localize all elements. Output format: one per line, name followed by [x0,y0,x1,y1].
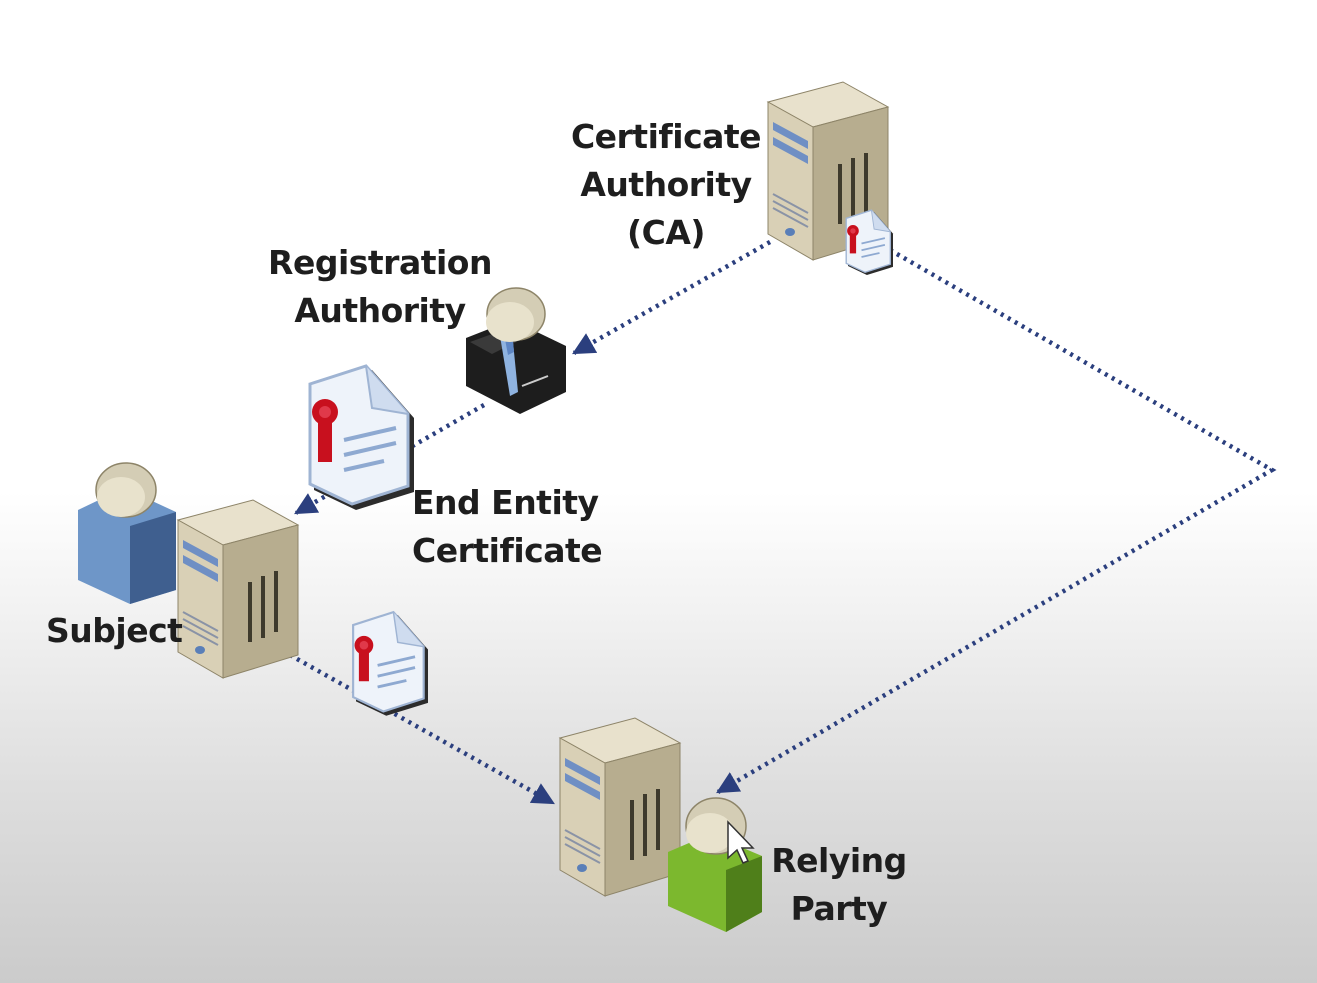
ca-label-line-1: Certificate [570,117,762,156]
mouse-cursor-icon [727,820,755,864]
ra-label: Registration Authority [266,239,494,335]
arrow-ca-to-ra [572,240,772,355]
ca-label-line-2: Authority [580,165,752,204]
subject-server-icon [176,498,300,680]
relying-party-label-line-2: Party [790,889,888,928]
relying-party-label: Relying Party [764,837,914,933]
connector-lines [288,240,1277,805]
ra-label-line-2: Authority [294,291,466,330]
subject-person-icon [78,462,176,604]
ca-label-line-3: (CA) [627,213,705,252]
ca-label: Certificate Authority (CA) [566,113,766,257]
relying-party-label-line-1: Relying [771,841,907,880]
end-entity-label: End Entity Certificate [412,479,632,575]
end-entity-label-line-2: Certificate [412,531,603,570]
arrow-ca-to-relying-party [716,248,1277,794]
end-entity-label-line-1: End Entity [412,483,599,522]
end-entity-certificate-icon [308,364,416,512]
ra-label-line-1: Registration [268,243,492,282]
transit-certificate-icon [351,610,430,718]
arrow-subject-to-relying-party [288,653,555,805]
subject-label: Subject [46,611,183,650]
relying-party-server-icon [558,716,682,898]
registration-authority-person-icon [466,287,566,414]
relying-party-person-icon [668,797,762,932]
